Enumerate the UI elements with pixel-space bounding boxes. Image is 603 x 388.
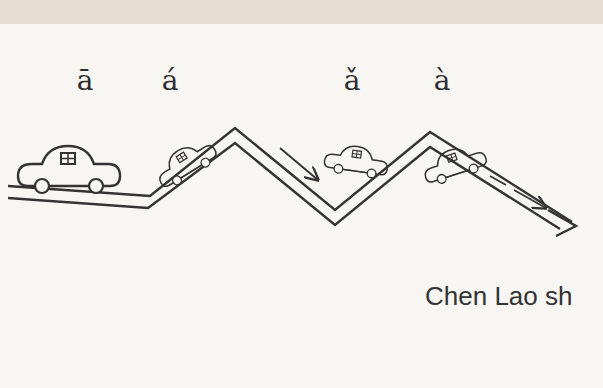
car: [151, 134, 220, 192]
car: [18, 146, 120, 193]
tone-mark: ā: [77, 66, 94, 97]
motion-dash: [490, 176, 506, 185]
tone-mark: á: [162, 66, 179, 97]
paper-edge: [0, 0, 603, 24]
motion-arrow: [514, 190, 546, 208]
car: [323, 142, 390, 180]
motion-arrow: [280, 148, 318, 180]
tone-mark: ǎ: [344, 66, 361, 97]
car: [420, 140, 489, 187]
road-arrowhead: [548, 210, 576, 236]
author-signature: Chen Lao sh: [425, 282, 572, 311]
road-line: [8, 143, 560, 229]
road-line: [8, 128, 572, 222]
tone-mark: à: [434, 66, 451, 97]
